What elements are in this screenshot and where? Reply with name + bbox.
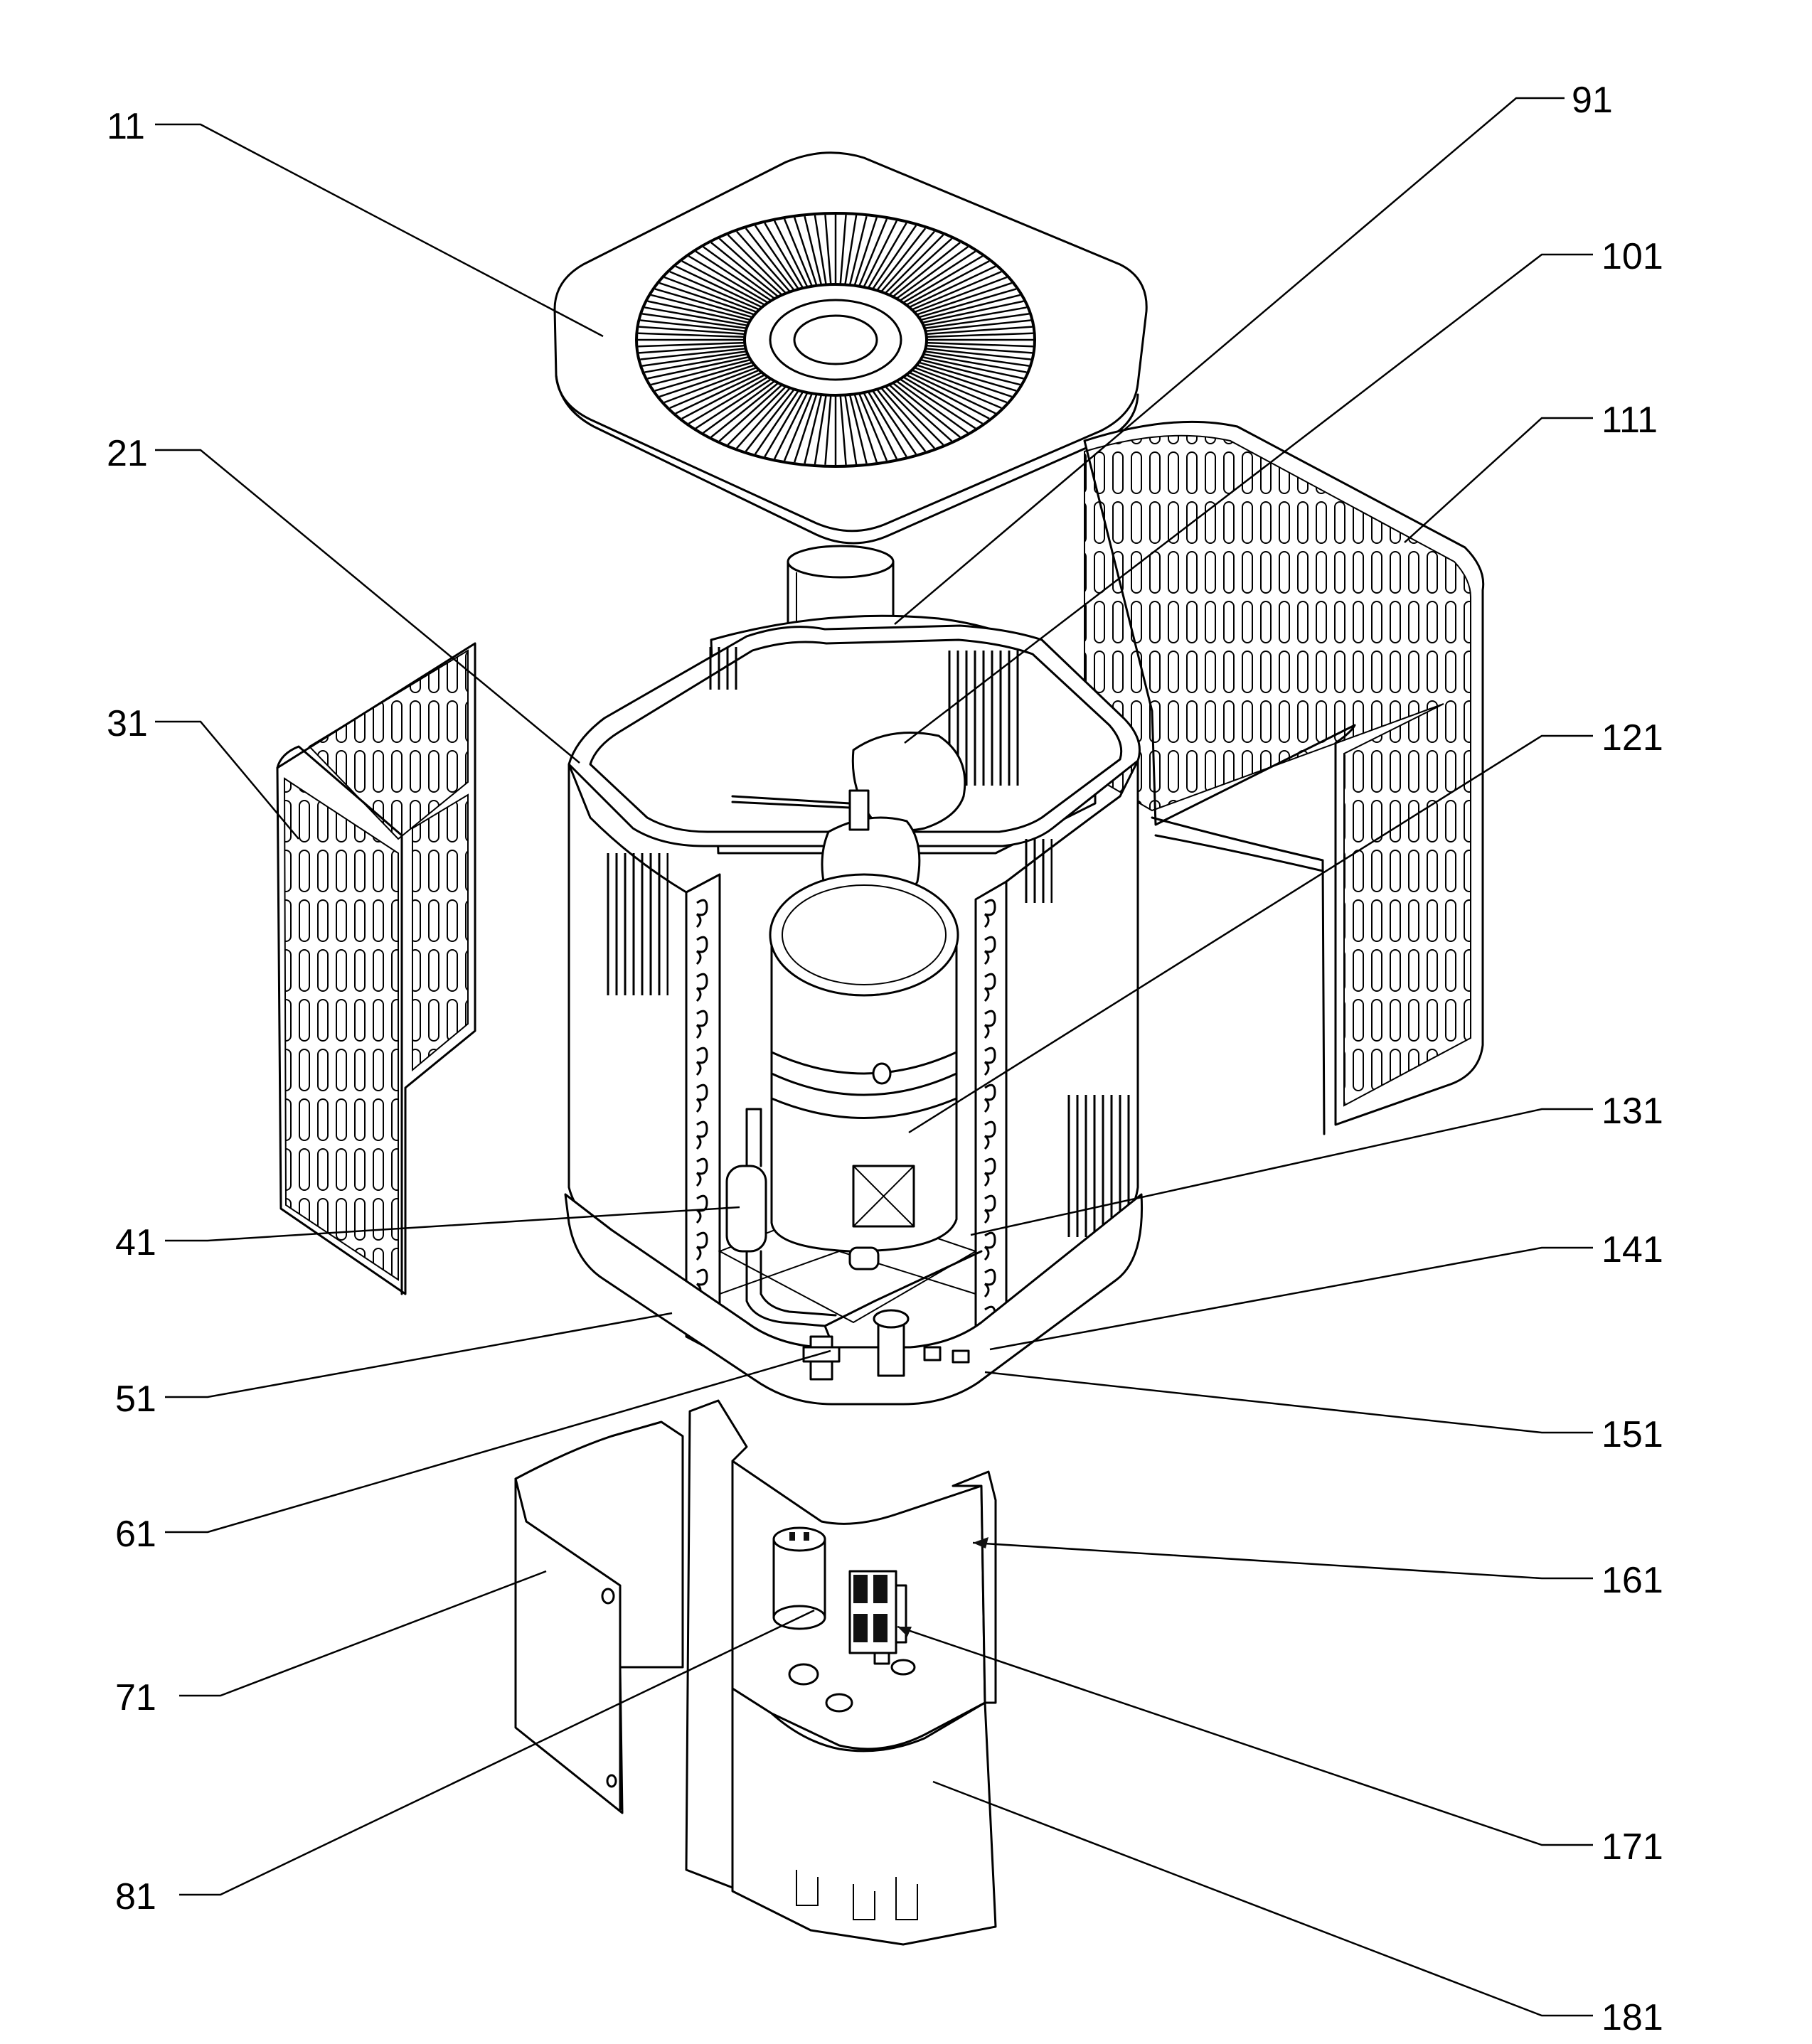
service-valves xyxy=(802,1246,970,1381)
compressor xyxy=(769,873,959,1253)
callout-141: 141 xyxy=(1602,1229,1663,1270)
side-access-panel xyxy=(514,1420,684,1814)
right-wraparound-louver xyxy=(1083,420,1485,1135)
callout-61: 61 xyxy=(115,1514,156,1555)
cabinet-coil-assembly xyxy=(564,614,1144,1406)
callout-151: 151 xyxy=(1602,1414,1663,1455)
callout-11: 11 xyxy=(107,106,145,147)
callout-111: 111 xyxy=(1602,400,1658,441)
contactor xyxy=(848,1570,907,1654)
left-louver-panel xyxy=(276,642,476,1295)
callout-21: 21 xyxy=(107,433,148,474)
callout-31: 31 xyxy=(107,703,148,744)
callout-171: 171 xyxy=(1602,1826,1663,1868)
top-cover-fan-grille xyxy=(553,151,1148,545)
fan-grille-wires xyxy=(638,215,1033,465)
callout-41: 41 xyxy=(115,1222,156,1263)
corner-post-slots-right xyxy=(984,899,996,1335)
control-panel-box xyxy=(685,1399,997,1946)
callout-81: 81 xyxy=(115,1876,156,1917)
run-capacitor xyxy=(772,1526,826,1630)
callout-101: 101 xyxy=(1602,236,1663,277)
callout-161: 161 xyxy=(1602,1560,1663,1601)
callout-131: 131 xyxy=(1602,1091,1663,1132)
callout-51: 51 xyxy=(115,1379,156,1420)
leader-lines xyxy=(155,97,1593,2017)
callout-labels: 11 21 31 41 51 61 71 81 91 101 111 121 1… xyxy=(107,80,1663,2038)
filter-drier-and-tubing xyxy=(725,1108,983,1345)
callout-91: 91 xyxy=(1572,80,1613,121)
callout-181: 181 xyxy=(1602,1997,1663,2038)
callout-121: 121 xyxy=(1602,717,1663,759)
callout-71: 71 xyxy=(115,1677,156,1718)
